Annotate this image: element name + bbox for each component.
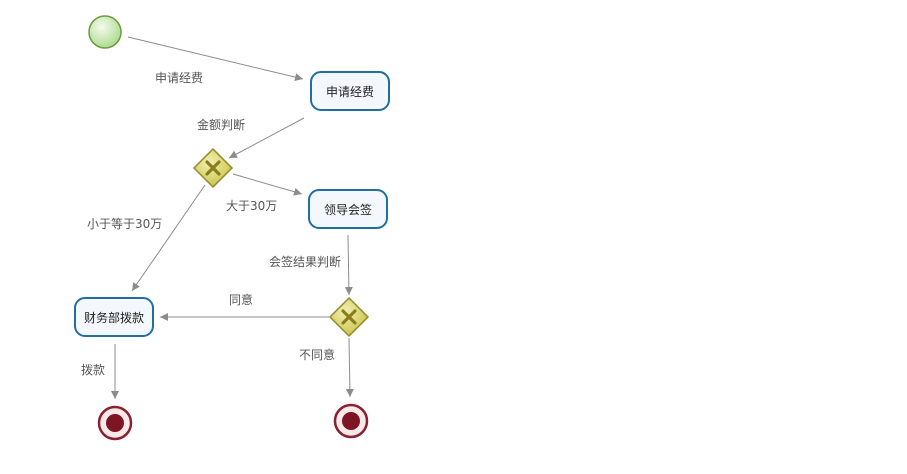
flow-gateway2-to-end[interactable]	[345, 337, 354, 398]
x-icon	[341, 309, 357, 325]
exclusive-gateway-result[interactable]	[328, 296, 370, 338]
flow-label-gateway2-to-pay: 同意	[229, 292, 253, 307]
flow-label-apply-to-gateway: 金额判断	[197, 117, 245, 132]
start-event[interactable]	[88, 15, 122, 49]
flow-apply-to-gateway[interactable]	[228, 117, 305, 159]
flow-gateway-to-pay[interactable]	[131, 184, 206, 292]
flow-label-start-to-apply: 申请经费	[155, 71, 203, 85]
flow-label-gateway-to-pay: 小于等于30万	[87, 217, 162, 231]
flow-label-gateway2-to-end: 不同意	[299, 347, 335, 362]
task-apply[interactable]: 申请经费	[310, 71, 390, 111]
task-sign-label: 领导会签	[324, 202, 372, 217]
task-sign[interactable]: 领导会签	[308, 189, 388, 229]
flow-label-pay-to-end: 拨款	[81, 363, 105, 377]
x-icon	[205, 160, 221, 176]
flow-label-gateway-to-sign: 大于30万	[226, 199, 277, 213]
task-apply-label: 申请经费	[326, 85, 374, 99]
task-pay-label: 财务部拨款	[84, 310, 144, 325]
flow-start-to-apply[interactable]	[127, 36, 304, 82]
end-event-pay[interactable]	[97, 405, 133, 441]
flow-gateway-to-sign[interactable]	[232, 173, 303, 196]
end-event-reject[interactable]	[333, 403, 369, 439]
task-pay[interactable]: 财务部拨款	[74, 297, 154, 337]
flow-label-sign-to-gateway2: 会签结果判断	[269, 254, 341, 269]
flow-sign-to-gateway2[interactable]	[344, 234, 353, 296]
exclusive-gateway-amount[interactable]	[192, 147, 234, 189]
